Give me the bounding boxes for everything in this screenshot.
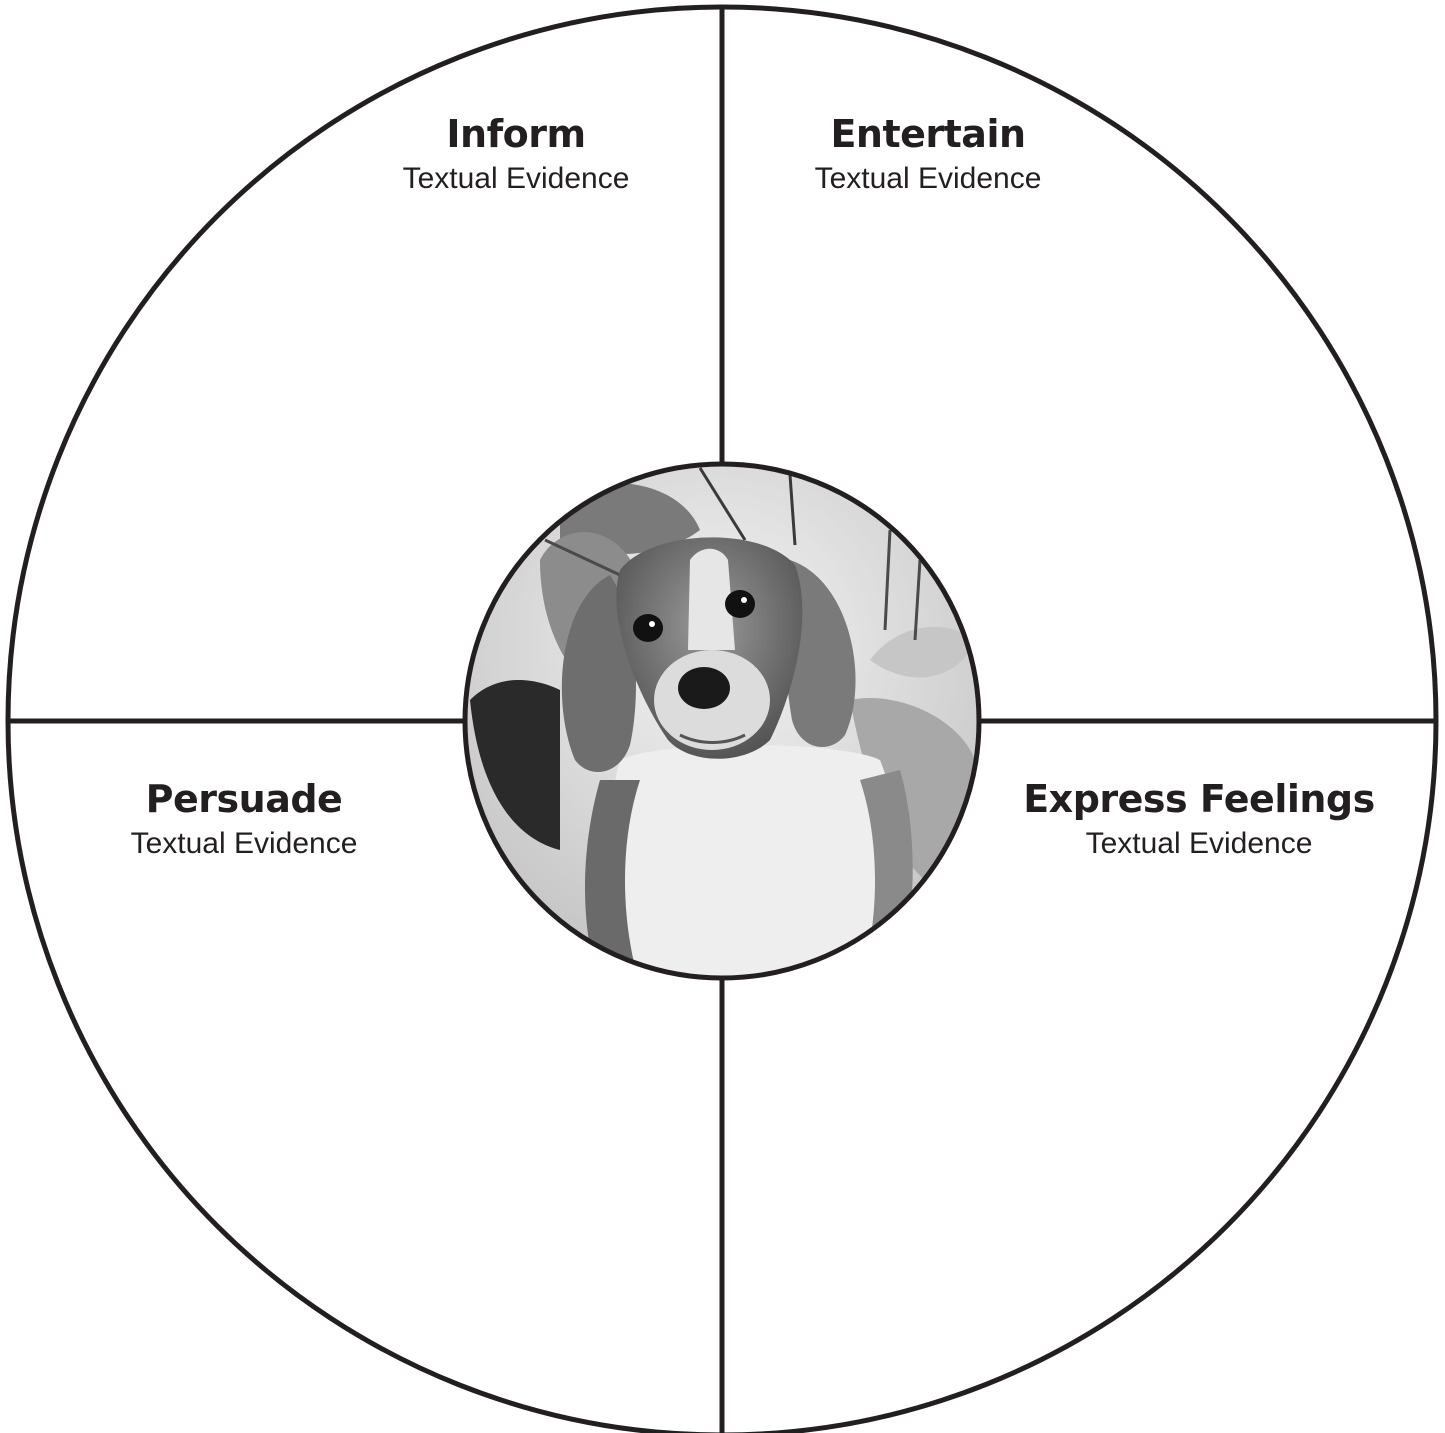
quadrant-subtitle-entertain: Textual Evidence (815, 162, 1042, 195)
quadrant-subtitle-express-feelings: Textual Evidence (1086, 827, 1313, 860)
quadrant-title-express-feelings: Express Feelings (1023, 777, 1375, 821)
center-dog-photo (465, 464, 979, 978)
center-circle (462, 461, 982, 981)
quadrant-title-entertain: Entertain (830, 112, 1025, 156)
quadrant-subtitle-persuade: Textual Evidence (131, 827, 358, 860)
quadrant-title-persuade: Persuade (146, 777, 343, 821)
quadrant-title-inform: Inform (446, 112, 585, 156)
quadrant-subtitle-inform: Textual Evidence (403, 162, 630, 195)
